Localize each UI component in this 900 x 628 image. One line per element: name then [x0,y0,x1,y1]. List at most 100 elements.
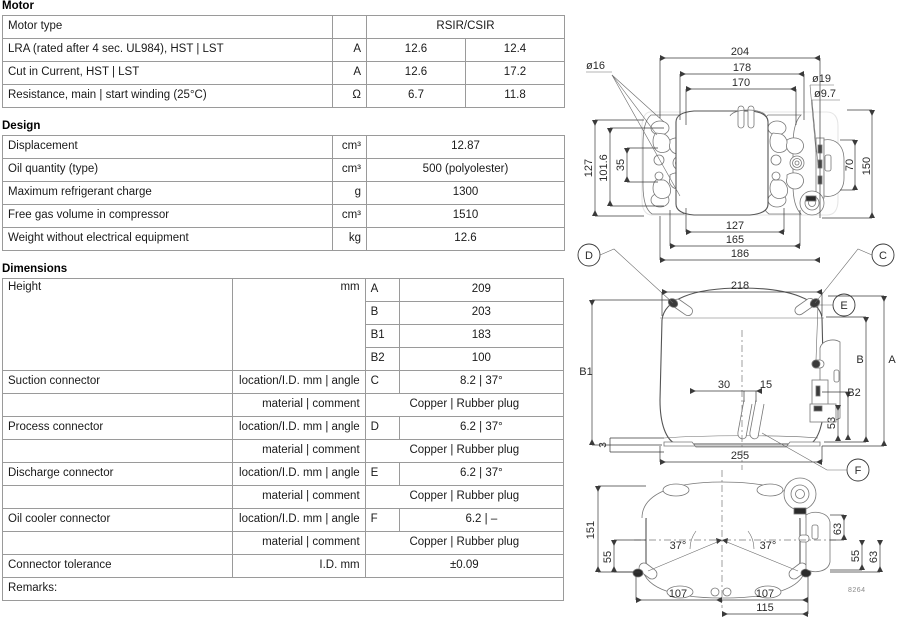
motor-type-unit [332,15,367,39]
material-unit-discharge: material | comment [232,485,366,509]
material-unit-suction: material | comment [232,393,366,417]
side-dim-30: 30 [718,379,730,391]
top-dim-186: 186 [731,248,749,260]
tolerance-value: ±0.09 [364,554,565,578]
dimensions-table: Height mm A 209 B 203 B1 183 B2 100 Suct… [1,278,565,601]
connector-value-process: 6.2 | 37° [398,416,565,440]
bottom-dim-55-left: 55 [602,551,614,563]
top-dim-178: 178 [733,62,751,74]
section-title-motor: Motor [2,0,34,12]
top-dim-127-v: 127 [583,159,595,177]
callout-label-c: C [879,250,887,262]
height-value-a: 209 [398,278,565,302]
design-row-value: 12.6 [366,227,565,251]
motor-row-value-hst: 12.6 [366,38,466,62]
motor-type-label: Motor type [2,15,333,39]
tolerance-label: Connector tolerance [1,554,234,578]
top-view-drawing: 204 178 170 127 165 186 [583,46,875,263]
design-row-label: Maximum refrigerant charge [2,181,333,205]
callout-e: E [815,293,856,361]
motor-row-label: Cut in Current, HST | LST [2,61,333,85]
design-row-value: 12.87 [366,135,565,159]
table-row-remarks: Remarks: [2,577,564,601]
tolerance-unit: I.D. mm [232,554,366,578]
table-row-material: material | comment Copper | Rubber plug [1,393,565,417]
table-row-material: material | comment Copper | Rubber plug [1,531,565,555]
material-label-oilcooler [1,531,234,555]
top-dim-70: 70 [844,159,856,171]
callout-label-d: D [585,250,593,262]
top-dim-35: 35 [615,159,627,171]
design-row-label: Free gas volume in compressor [2,204,333,228]
height-letter-b2: B2 [364,347,400,371]
table-row-connector: Process connector location/I.D. mm | ang… [1,416,565,440]
bottom-dim-63-upper: 63 [832,523,844,535]
height-letter-b: B [364,301,400,325]
section-title-dimensions: Dimensions [2,263,68,275]
height-unit: mm [232,278,366,371]
connector-letter-suction: C [364,370,400,394]
design-row-unit: cm³ [332,158,367,182]
top-dim-165: 165 [726,234,744,246]
top-dim-127: 127 [726,220,744,232]
design-row-label: Weight without electrical equipment [2,227,333,251]
design-row-unit: kg [332,227,367,251]
table-row-height: B2 100 [3,347,565,371]
motor-row-value-lst: 12.4 [465,38,565,62]
top-dia-19: ø19 [812,73,831,85]
connector-value-discharge: 6.2 | 37° [398,462,565,486]
connector-label-discharge: Discharge connector [1,462,234,486]
top-dia-97: ø9.7 [814,88,836,100]
side-label-b: B [856,354,863,366]
top-dim-1016: 101.6 [598,154,610,182]
table-row-height: B 203 [3,301,565,325]
material-unit-process: material | comment [232,439,366,463]
top-dim-204: 204 [731,46,749,58]
motor-row-value-main: 6.7 [366,84,466,108]
material-value-oilcooler: Copper | Rubber plug [364,531,565,555]
material-label-process [1,439,234,463]
side-dim-15: 15 [760,379,772,391]
design-row-value: 1300 [366,181,565,205]
side-dim-53: 53 [826,417,838,429]
table-row: Motor type RSIR/CSIR [2,15,565,39]
design-table: Displacement cm³ 12.87 Oil quantity (typ… [2,135,565,251]
callout-f: F [761,432,870,482]
table-row-material: material | comment Copper | Rubber plug [1,485,565,509]
callout-label-e: E [840,300,847,312]
connector-value-oilcooler: 6.2 | – [398,508,565,532]
material-label-discharge [1,485,234,509]
connector-label-oilcooler: Oil cooler connector [1,508,234,532]
table-row: Maximum refrigerant charge g 1300 [2,181,565,205]
table-row: Weight without electrical equipment kg 1… [2,227,565,251]
height-letter-b1: B1 [364,324,400,348]
motor-row-unit: Ω [332,84,367,108]
side-label-b1: B1 [579,366,592,378]
table-row-material: material | comment Copper | Rubber plug [1,439,565,463]
side-view-drawing: D C E 218 255 [577,243,896,470]
remarks-label: Remarks: [2,577,564,601]
drawing-number: 8264 [848,587,866,594]
side-label-a: A [888,354,896,366]
section-title-design: Design [2,120,41,132]
motor-row-value-start: 11.8 [465,84,565,108]
table-row: LRA (rated after 4 sec. UL984), HST | LS… [2,38,565,62]
motor-row-unit: A [332,61,367,85]
height-value-b: 203 [398,301,565,325]
design-row-label: Oil quantity (type) [2,158,333,182]
design-row-value: 1510 [366,204,565,228]
connector-letter-oilcooler: F [364,508,400,532]
connector-letter-process: D [364,416,400,440]
table-row-connector: Oil cooler connector location/I.D. mm | … [1,508,565,532]
callout-d: D [577,243,674,304]
design-row-unit: g [332,181,367,205]
height-label: Height [1,278,234,371]
table-row-tolerance: Connector tolerance I.D. mm ±0.09 [1,554,565,578]
table-row-height: Height mm A 209 [1,278,565,371]
height-value-b1: 183 [398,324,565,348]
motor-row-value-lst: 17.2 [465,61,565,85]
technical-drawing-panel: 204 178 170 127 165 186 [572,0,900,628]
bottom-dim-151: 151 [585,521,597,539]
motor-type-value: RSIR/CSIR [366,15,565,39]
material-value-discharge: Copper | Rubber plug [364,485,565,509]
